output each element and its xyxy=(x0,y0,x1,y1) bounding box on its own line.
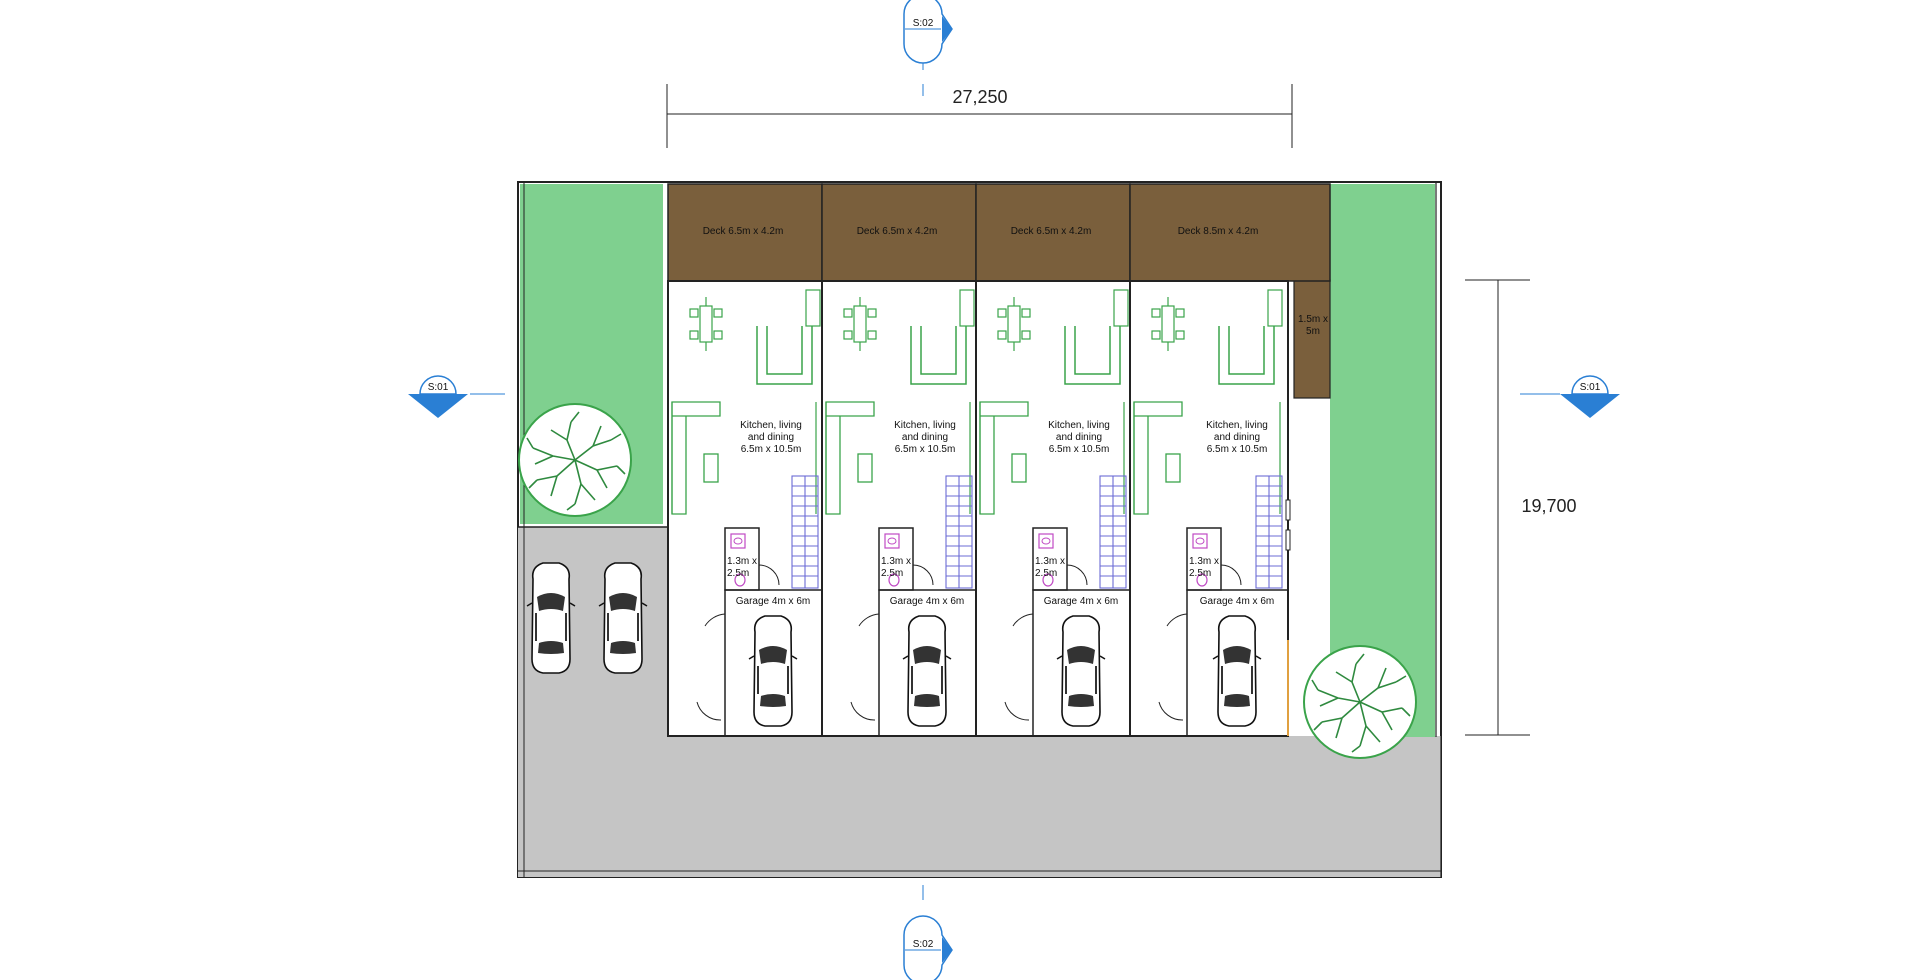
section-marker-top-label: S:02 xyxy=(913,18,934,29)
kitchen-label-line-2: and dining xyxy=(902,432,948,443)
deck-label: Deck 8.5m x 4.2m xyxy=(1178,226,1259,237)
height-label: 19,700 xyxy=(1521,496,1576,516)
kitchen-label-line-3: 6.5m x 10.5m xyxy=(1207,444,1268,455)
deck-label: Deck 6.5m x 4.2m xyxy=(857,226,938,237)
kitchen-label-line-1: Kitchen, living xyxy=(740,420,802,431)
bath-label-line-1: 1.3m x xyxy=(881,556,911,567)
bath-label-line-1: 1.3m x xyxy=(1189,556,1219,567)
bath-label-line-2: 2.5m xyxy=(1189,568,1211,579)
deck xyxy=(821,183,977,282)
deck xyxy=(1129,183,1331,282)
lawn-right xyxy=(1330,184,1435,737)
tree-left xyxy=(518,403,632,517)
side-deck xyxy=(1293,279,1331,399)
kitchen-label-line-3: 6.5m x 10.5m xyxy=(741,444,802,455)
bath-label-line-1: 1.3m x xyxy=(1035,556,1065,567)
deck-label: Deck 6.5m x 4.2m xyxy=(1011,226,1092,237)
side-deck-label-line-1: 1.5m x xyxy=(1298,314,1328,325)
section-marker-right-label: S:01 xyxy=(1580,382,1601,393)
unit-4: Deck 8.5m x 4.2m Kitchen, living and din… xyxy=(1129,183,1331,737)
parked-car-1 xyxy=(526,562,576,674)
garage-label: Garage 4m x 6m xyxy=(736,596,810,607)
bath-label-line-2: 2.5m xyxy=(1035,568,1057,579)
driveway xyxy=(660,736,1441,877)
kitchen-label-line-2: and dining xyxy=(748,432,794,443)
unit-3: Deck 6.5m x 4.2m Kitchen, living and din… xyxy=(975,183,1131,737)
kitchen-label-line-3: 6.5m x 10.5m xyxy=(895,444,956,455)
section-marker-left-label: S:01 xyxy=(428,382,449,393)
parked-car-2 xyxy=(598,562,648,674)
section-marker-top[interactable]: S:02 xyxy=(903,0,953,96)
dimension-width: 27,250 xyxy=(666,84,1293,148)
bath-label-line-1: 1.3m x xyxy=(727,556,757,567)
deck xyxy=(975,183,1131,282)
garage-label: Garage 4m x 6m xyxy=(1200,596,1274,607)
kitchen-label-line-1: Kitchen, living xyxy=(1206,420,1268,431)
unit-2: Deck 6.5m x 4.2m Kitchen, living and din… xyxy=(821,183,977,737)
kitchen-label-line-2: and dining xyxy=(1056,432,1102,443)
section-marker-bottom-label: S:02 xyxy=(913,939,934,950)
width-label: 27,250 xyxy=(952,87,1007,107)
section-marker-left[interactable]: S:01 xyxy=(408,375,505,418)
garage-label: Garage 4m x 6m xyxy=(1044,596,1118,607)
kitchen-label-line-3: 6.5m x 10.5m xyxy=(1049,444,1110,455)
kitchen-label-line-1: Kitchen, living xyxy=(1048,420,1110,431)
kitchen-label-line-1: Kitchen, living xyxy=(894,420,956,431)
section-marker-right[interactable]: S:01 xyxy=(1520,375,1620,418)
garage-label: Garage 4m x 6m xyxy=(890,596,964,607)
section-marker-bottom[interactable]: S:02 xyxy=(903,885,953,980)
deck-label: Deck 6.5m x 4.2m xyxy=(703,226,784,237)
bath-label-line-2: 2.5m xyxy=(727,568,749,579)
tree-right xyxy=(1303,645,1417,759)
kitchen-label-line-2: and dining xyxy=(1214,432,1260,443)
bath-label-line-2: 2.5m xyxy=(881,568,903,579)
dimension-height: 19,700 xyxy=(1465,279,1577,736)
side-deck-label-line-2: 5m xyxy=(1306,326,1320,337)
